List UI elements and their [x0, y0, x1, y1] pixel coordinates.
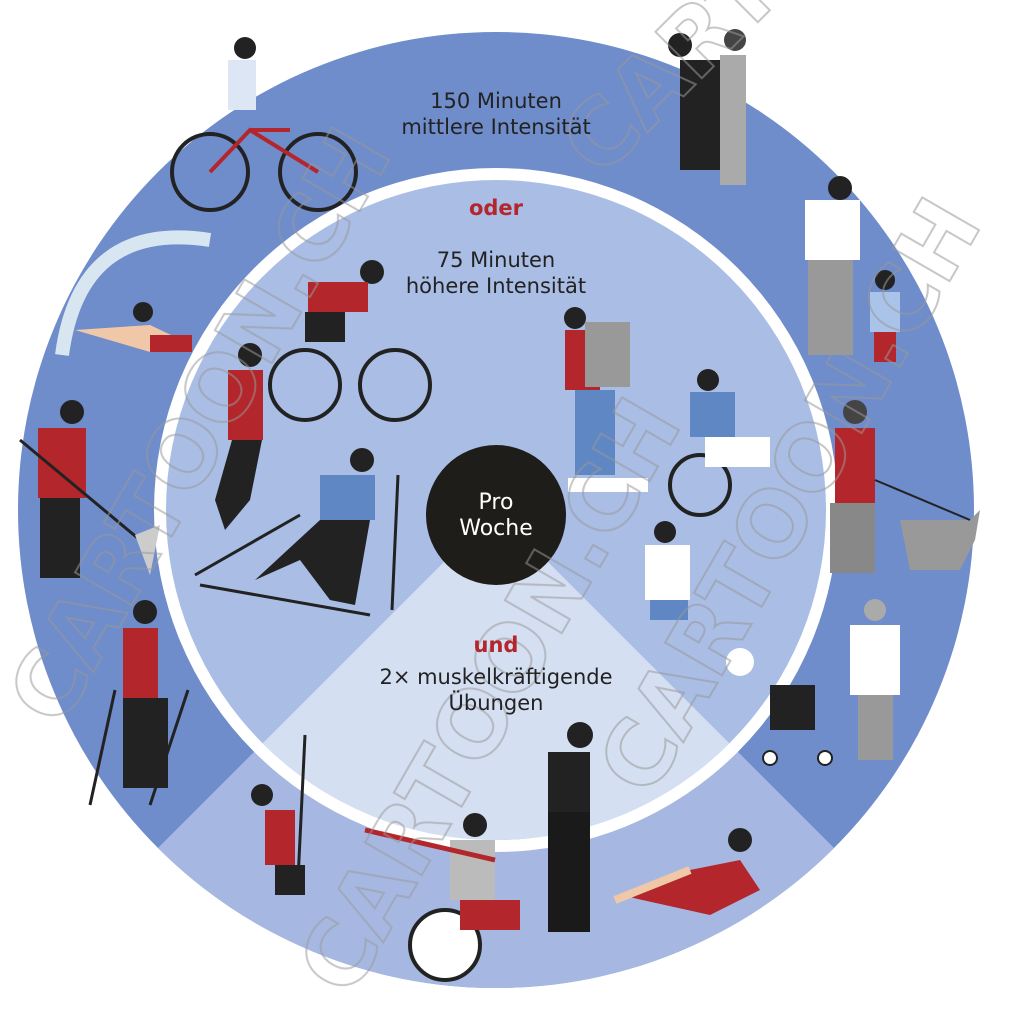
strength-label-line2: Übungen — [448, 691, 544, 715]
center-circle — [426, 445, 566, 585]
sweeper-figure — [19, 400, 160, 578]
inner-disc-label: 75 Minuten höhere Intensität — [346, 247, 646, 299]
center-label-line1: Pro — [478, 490, 514, 515]
inner-label-line1: 75 Minuten — [436, 248, 556, 272]
wheelchair-figure — [668, 369, 770, 517]
outer-ring-label: 150 Minuten mittlere Intensität — [346, 88, 646, 140]
cyclist-figure — [170, 37, 358, 212]
situp-figure — [613, 828, 760, 915]
center-label: Pro Woche — [426, 490, 566, 542]
strength-label: 2× muskelkräftigende Übungen — [326, 664, 666, 716]
backpacker-figure — [564, 307, 648, 492]
inner-wedge-strength — [166, 510, 826, 840]
dancers-figure — [668, 29, 746, 185]
outer-label-line2: mittlere Intensität — [401, 115, 591, 139]
stroller-figure — [762, 599, 900, 766]
skier-figure — [194, 448, 400, 617]
walker-with-child-figure — [805, 176, 900, 362]
or-separator: oder — [468, 196, 524, 220]
runner-figure — [215, 343, 263, 530]
road-cyclist-figure — [268, 260, 432, 422]
dog-walker-figure — [830, 400, 980, 573]
wheelchair-band-figure — [364, 813, 520, 982]
center-label-line2: Woche — [459, 516, 533, 541]
soccer-player-figure — [645, 521, 754, 676]
inner-label-line2: höhere Intensität — [405, 274, 587, 298]
and-separator: und — [473, 633, 519, 657]
gymnast-ribbon-figure — [55, 230, 212, 356]
nordic-walker-figure — [88, 600, 190, 806]
climber-figure — [251, 734, 307, 895]
strength-label-line1: 2× muskelkräftigende — [379, 665, 613, 689]
outer-label-line1: 150 Minuten — [430, 89, 562, 113]
dumbbell-figure — [548, 722, 593, 932]
